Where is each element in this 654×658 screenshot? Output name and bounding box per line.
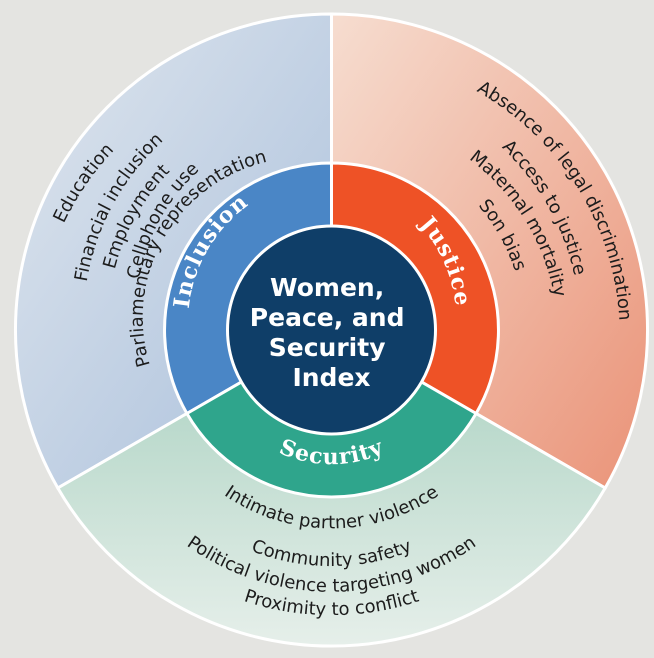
center-circle	[226, 224, 437, 436]
center-title-line-3: Security	[269, 333, 386, 362]
center-title: Women, Peace, and Security Index	[250, 273, 413, 392]
center-title-line-4: Index	[292, 363, 370, 392]
center-title-line-1: Women,	[270, 273, 384, 302]
center-title-line-2: Peace, and	[250, 303, 405, 332]
